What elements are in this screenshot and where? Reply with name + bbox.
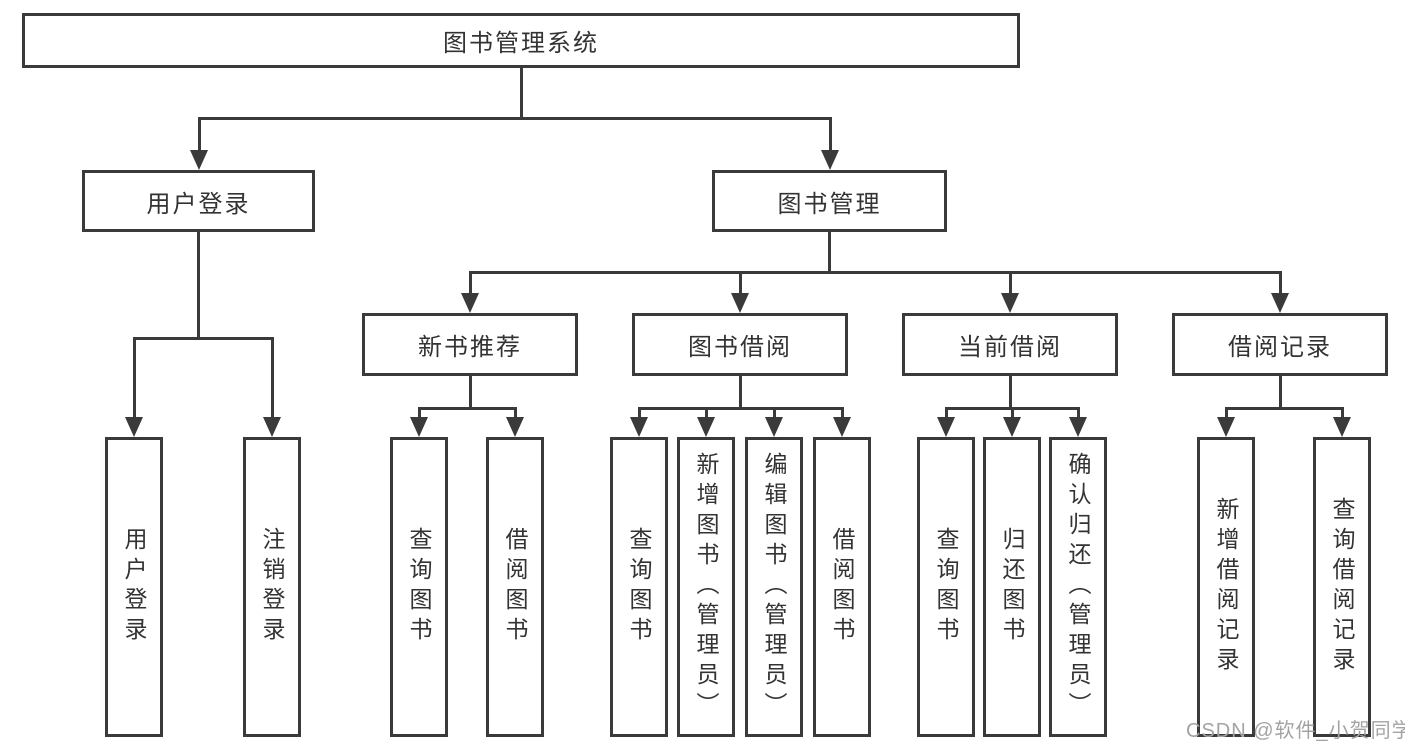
leaf-return-books: 归还图书 — [983, 437, 1041, 737]
connector-vline — [1278, 376, 1282, 409]
arrow-down-icon — [630, 417, 648, 437]
connector-hline — [637, 407, 844, 410]
arrow-down-icon — [1069, 417, 1087, 437]
connector-vline — [840, 407, 844, 419]
connector-hline — [132, 337, 274, 340]
leaf-borrow-books: 借阅图书 — [813, 437, 871, 737]
leaf-query-books: 查询图书 — [390, 437, 448, 737]
node-root-system: 图书管理系统 — [22, 13, 1020, 68]
leaf-query-books: 查询图书 — [917, 437, 975, 737]
arrow-down-icon — [410, 417, 428, 437]
connector-vline — [1008, 271, 1012, 295]
node-current-borrow: 当前借阅 — [902, 313, 1118, 376]
arrow-down-icon — [821, 150, 839, 170]
connector-vline — [704, 407, 708, 419]
connector-hline — [197, 117, 832, 120]
connector-vline — [1340, 407, 1344, 419]
connector-vline — [944, 407, 948, 419]
connector-vline — [1076, 407, 1080, 419]
arrow-down-icon — [697, 417, 715, 437]
connector-vline — [1224, 407, 1228, 419]
arrow-down-icon — [937, 417, 955, 437]
leaf-borrow-books: 借阅图书 — [486, 437, 544, 737]
node-book-management: 图书管理 — [712, 170, 947, 232]
leaf-query-borrow-record: 查询借阅记录 — [1313, 437, 1371, 737]
arrow-down-icon — [461, 293, 479, 313]
leaf-query-books: 查询图书 — [610, 437, 668, 737]
connector-vline — [1008, 376, 1012, 409]
connector-vline — [772, 407, 776, 419]
arrow-down-icon — [125, 417, 143, 437]
connector-hline — [417, 407, 517, 410]
connector-vline — [738, 376, 742, 409]
arrow-down-icon — [506, 417, 524, 437]
arrow-down-icon — [263, 417, 281, 437]
connector-hline — [468, 271, 1282, 274]
arrow-down-icon — [190, 150, 208, 170]
leaf-add-books-admin: 新增图书（管理员） — [677, 437, 735, 737]
node-book-borrow: 图书借阅 — [632, 313, 848, 376]
arrow-down-icon — [1217, 417, 1235, 437]
connector-vline — [828, 117, 832, 152]
leaf-user-login: 用户登录 — [105, 437, 163, 737]
connector-vline — [468, 271, 472, 295]
connector-vline — [1278, 271, 1282, 295]
connector-vline — [468, 376, 472, 409]
csdn-watermark: CSDN @软件_小贺同学 — [1186, 720, 1405, 742]
connector-vline — [827, 232, 831, 273]
arrow-down-icon — [765, 417, 783, 437]
connector-vline — [738, 271, 742, 295]
connector-vline — [270, 337, 274, 419]
leaf-confirm-return-admin: 确认归还（管理员） — [1049, 437, 1107, 737]
arrow-down-icon — [1003, 417, 1021, 437]
connector-vline — [513, 407, 517, 419]
connector-vline — [1010, 407, 1014, 419]
connector-vline — [637, 407, 641, 419]
connector-vline — [197, 117, 201, 152]
leaf-add-borrow-record: 新增借阅记录 — [1197, 437, 1255, 737]
leaf-edit-books-admin: 编辑图书（管理员） — [745, 437, 803, 737]
connector-vline — [519, 68, 523, 117]
arrow-down-icon — [731, 293, 749, 313]
node-new-book-recommend: 新书推荐 — [362, 313, 578, 376]
node-user-login: 用户登录 — [82, 170, 315, 232]
arrow-down-icon — [1001, 293, 1019, 313]
connector-hline — [1224, 407, 1344, 410]
node-borrow-records: 借阅记录 — [1172, 313, 1388, 376]
leaf-logout-login: 注销登录 — [243, 437, 301, 737]
connector-vline — [196, 232, 200, 337]
connector-vline — [417, 407, 421, 419]
connector-vline — [132, 337, 136, 419]
arrow-down-icon — [1271, 293, 1289, 313]
arrow-down-icon — [833, 417, 851, 437]
arrow-down-icon — [1333, 417, 1351, 437]
